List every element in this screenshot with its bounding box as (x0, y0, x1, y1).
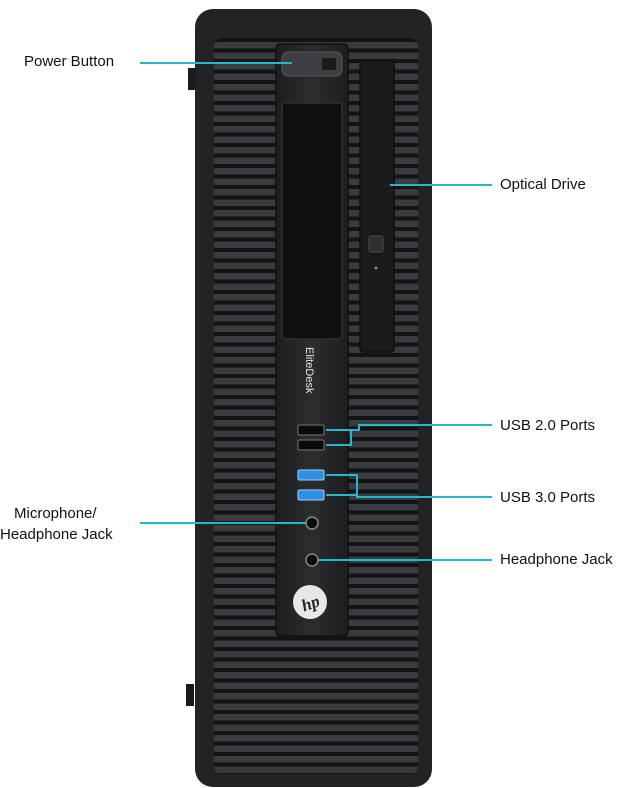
usb3-callout-bracket (356, 474, 358, 496)
usb2-callout-line-1 (326, 429, 360, 431)
usb3-port-2 (297, 489, 325, 501)
usb3-callout-line-2 (326, 494, 358, 496)
optical-drive-label: Optical Drive (500, 176, 586, 193)
power-button-label: Power Button (24, 53, 115, 70)
hp-logo-text: hp (299, 591, 322, 615)
usb2-callout-line-2 (326, 444, 350, 446)
mic-jack-label-line2: Headphone Jack (0, 526, 113, 543)
usb3-callout-line-main (356, 496, 492, 498)
bay-cover (281, 102, 343, 340)
model-text: EliteDesk (303, 347, 315, 394)
usb2-callout-bracket (350, 429, 352, 446)
usb2-ports-label: USB 2.0 Ports (500, 417, 596, 434)
headphone-jack (305, 553, 319, 567)
usb2-callout-line-main (360, 424, 492, 426)
usb2-callout-join (358, 424, 360, 431)
power-button-callout-line (140, 62, 292, 64)
mic-jack-label-line1: Microphone/ (14, 505, 97, 522)
optical-drive-callout-line (390, 184, 492, 186)
headphone-jack-label: Headphone Jack (500, 551, 613, 568)
mic-jack (305, 516, 319, 530)
hp-logo (293, 585, 327, 619)
usb3-callout-line-1 (326, 474, 358, 476)
optical-drive (359, 59, 395, 353)
mic-callout-line (140, 522, 306, 524)
usb3-port-1 (297, 469, 325, 481)
usb2-port-1 (297, 424, 325, 436)
usb3-ports-label: USB 3.0 Ports (500, 489, 596, 506)
usb2-port-2 (297, 439, 325, 451)
headphone-callout-line (318, 559, 492, 561)
